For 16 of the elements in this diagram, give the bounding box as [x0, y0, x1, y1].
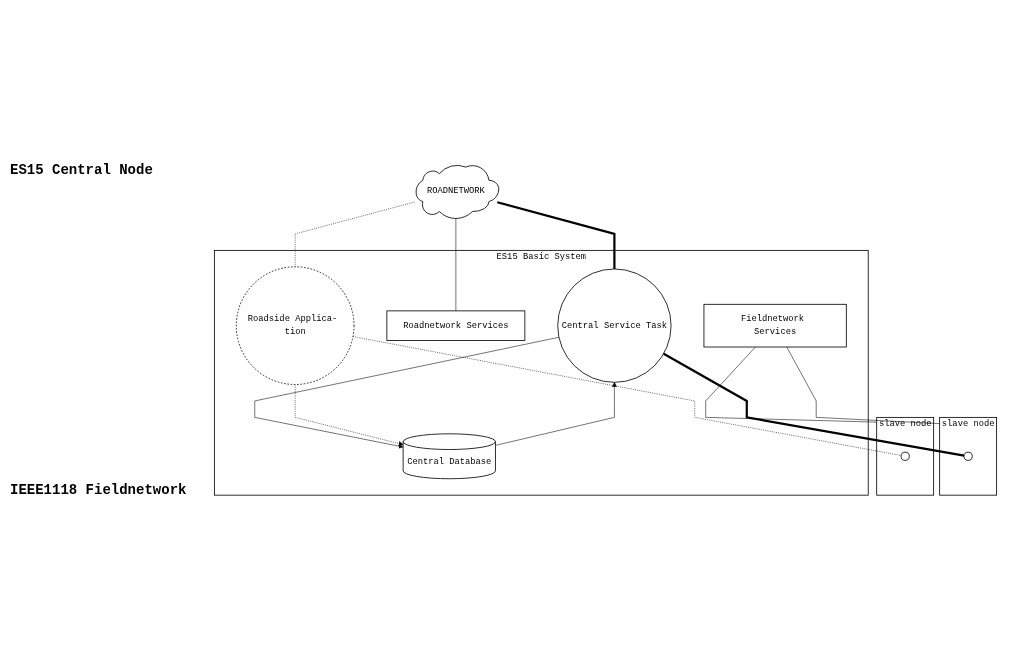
node-box: Fieldnetwork Services: [703, 303, 847, 348]
text-label: IEEE1118 Fieldnetwork: [10, 482, 188, 498]
node-circle: [900, 451, 910, 461]
connector: [294, 201, 415, 267]
connector: [352, 336, 902, 456]
node-circle: Roadside Applica- tion: [235, 266, 355, 385]
node-box: Roadnetwork Services: [386, 310, 526, 341]
connector: [786, 346, 940, 424]
cluster: slave node: [876, 416, 935, 496]
connector: [497, 200, 616, 269]
text-label: ES15 Central Node: [10, 162, 154, 178]
node-circle: Central Service Task: [557, 268, 672, 383]
cluster: slave node: [939, 416, 998, 496]
node-circle: [963, 451, 973, 461]
connector: [663, 352, 965, 457]
connector: [705, 346, 877, 423]
